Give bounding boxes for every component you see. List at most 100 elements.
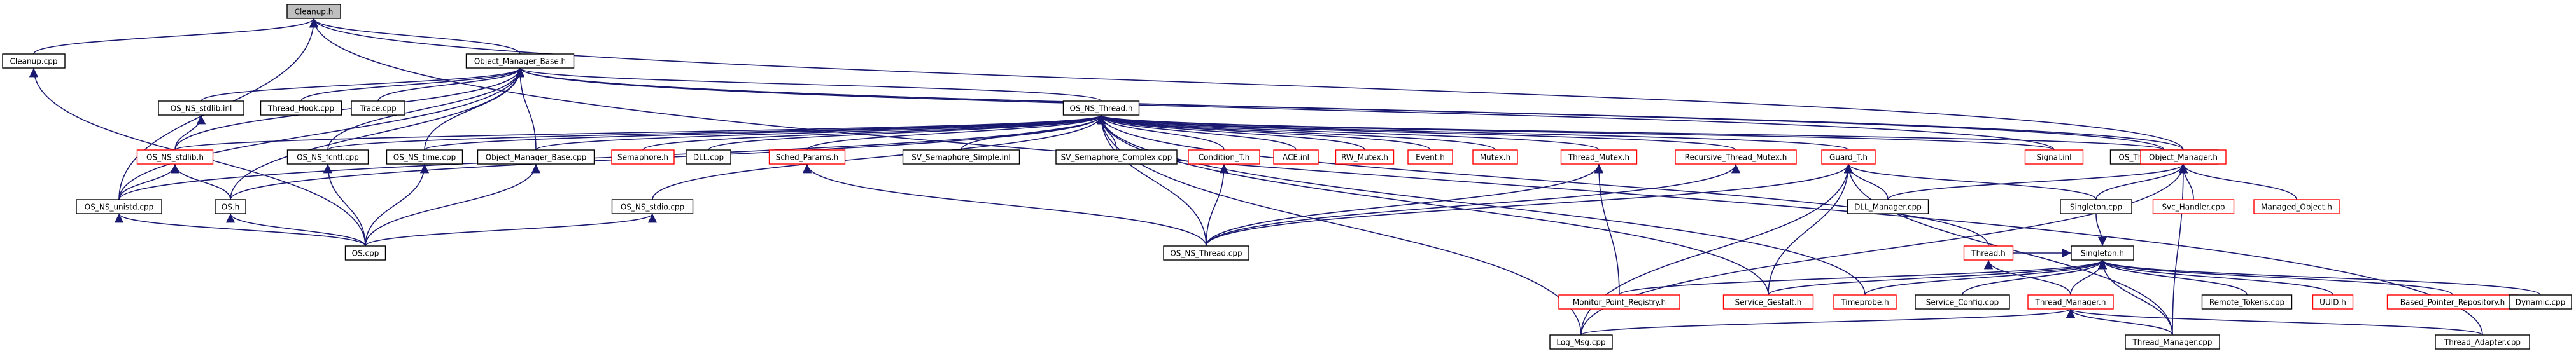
node-based-pointer-repository-h[interactable]: Based_Pointer_Repository.h xyxy=(2386,294,2519,310)
edges xyxy=(29,18,2541,336)
edge-monitor-point-registry-h-to-thread-mutex-h xyxy=(1594,163,1620,296)
node-sv-semaphore-simple-inl[interactable]: SV_Semaphore_Simple.inl xyxy=(902,149,1020,165)
edge-sched-params-h-to-os-ns-thread-h xyxy=(806,114,1106,151)
node-os-ns-stdlib-inl[interactable]: OS_NS_stdlib.inl xyxy=(158,100,244,116)
node-sv-semaphore-complex-cpp[interactable]: SV_Semaphore_Complex.cpp xyxy=(1055,149,1178,165)
node-thread-manager-h[interactable]: Thread_Manager.h xyxy=(2027,294,2114,310)
node-managed-object-h[interactable]: Managed_Object.h xyxy=(2253,199,2340,214)
edge-guard-t-h-to-os-ns-thread-h xyxy=(1097,114,1849,151)
node-uuid-h[interactable]: UUID.h xyxy=(2312,294,2354,310)
node-box xyxy=(2140,149,2227,165)
node-box xyxy=(1163,245,1249,261)
edge-rw-mutex-h-to-os-ns-thread-h xyxy=(1097,114,1365,151)
node-dll-manager-cpp[interactable]: DLL_Manager.cpp xyxy=(1847,199,1929,214)
node-thread-hook-cpp[interactable]: Thread_Hook.cpp xyxy=(260,100,342,116)
edge-dll-manager-cpp-to-object-manager-h xyxy=(1887,163,2188,200)
edge-thread-hook-cpp-to-object-manager-base-h xyxy=(300,67,525,102)
node-singleton-cpp[interactable]: Singleton.cpp xyxy=(2060,199,2132,214)
node-thread-mutex-h[interactable]: Thread_Mutex.h xyxy=(1560,149,1638,165)
node-os-ns-thread-cpp[interactable]: OS_NS_Thread.cpp xyxy=(1163,245,1249,261)
node-cleanup-cpp[interactable]: Cleanup.cpp xyxy=(2,53,66,69)
node-sched-params-h[interactable]: Sched_Params.h xyxy=(768,149,846,165)
node-box xyxy=(2253,199,2340,214)
node-label: Sched_Params.h xyxy=(776,153,839,162)
node-label: Timeprobe.h xyxy=(1840,298,1889,307)
node-os-ns-stdio-cpp[interactable]: OS_NS_stdio.cpp xyxy=(611,199,694,214)
node-event-h[interactable]: Event.h xyxy=(1407,149,1453,165)
edge-os-ns-thread-cpp-to-thread-mutex-h xyxy=(1206,163,1604,247)
node-box xyxy=(1549,334,1613,350)
node-service-gestalt-h[interactable]: Service_Gestalt.h xyxy=(1722,294,1814,310)
node-service-config-cpp[interactable]: Service_Config.cpp xyxy=(1915,294,2010,310)
node-box xyxy=(2024,149,2084,165)
node-label: OS.h xyxy=(222,203,239,212)
node-box xyxy=(1062,100,1140,116)
node-recursive-thread-mutex-h[interactable]: Recursive_Thread_Mutex.h xyxy=(1675,149,1797,165)
node-label: Object_Manager_Base.cpp xyxy=(486,153,587,162)
edge-cleanup-cpp-to-cleanup-h xyxy=(33,18,318,55)
node-rw-mutex-h[interactable]: RW_Mutex.h xyxy=(1335,149,1395,165)
node-box xyxy=(1407,149,1453,165)
edge-thread-manager-cpp-to-object-manager-h xyxy=(2172,163,2188,336)
node-label: Singleton.cpp xyxy=(2070,203,2122,212)
node-svc-handler-cpp[interactable]: Svc_Handler.cpp xyxy=(2152,199,2235,214)
edge-service-gestalt-h-to-os-ns-thread-h xyxy=(1096,114,1769,296)
node-condition-t-h[interactable]: Condition_T.h xyxy=(1188,149,1260,165)
node-os-ns-fcntl-cpp[interactable]: OS_NS_fcntl.cpp xyxy=(286,149,369,165)
edge-os-cpp-to-os-ns-stdio-cpp xyxy=(365,213,657,247)
node-box xyxy=(686,149,731,165)
node-os-cpp[interactable]: OS.cpp xyxy=(344,245,386,261)
node-box xyxy=(136,149,214,165)
node-os-ns-thread-h[interactable]: OS_NS_Thread.h xyxy=(1062,100,1140,116)
edge-remote-tokens-cpp-to-singleton-h xyxy=(2097,259,2248,296)
node-box xyxy=(611,149,675,165)
node-mutex-h[interactable]: Mutex.h xyxy=(1472,149,1518,165)
node-os-ns-stdlib-h[interactable]: OS_NS_stdlib.h xyxy=(136,149,214,165)
edge-os-ns-thread-h-to-object-manager-base-h xyxy=(516,67,1102,102)
node-box xyxy=(465,53,575,69)
node-dynamic-cpp[interactable]: Dynamic.cpp xyxy=(2509,294,2572,310)
node-box xyxy=(1472,149,1518,165)
node-box xyxy=(1722,294,1814,310)
node-ace-inl[interactable]: ACE.inl xyxy=(1273,149,1319,165)
node-label: OS_NS_fcntl.cpp xyxy=(297,153,359,162)
node-object-manager-base-cpp[interactable]: Object_Manager_Base.cpp xyxy=(477,149,595,165)
node-box xyxy=(2027,294,2114,310)
node-os-h[interactable]: OS.h xyxy=(215,199,246,214)
node-thread-h[interactable]: Thread.h xyxy=(1963,245,2014,261)
node-thread-manager-cpp[interactable]: Thread_Manager.cpp xyxy=(2125,334,2220,350)
node-os-ns-unistd-cpp[interactable]: OS_NS_unistd.cpp xyxy=(76,199,162,214)
edge-managed-object-h-to-object-manager-h xyxy=(2178,163,2297,200)
node-label: Object_Manager.h xyxy=(2149,153,2218,162)
node-trace-cpp[interactable]: Trace.cpp xyxy=(351,100,405,116)
node-guard-t-h[interactable]: Guard_T.h xyxy=(1821,149,1876,165)
edge-os-ns-fcntl-cpp-to-object-manager-base-h xyxy=(327,67,525,151)
edge-os-ns-unistd-cpp-to-os-ns-stdlib-h xyxy=(118,163,180,200)
edge-os-ns-thread-cpp-to-sched-params-h xyxy=(802,163,1207,247)
node-label: Cleanup.cpp xyxy=(10,57,58,66)
node-box xyxy=(286,149,369,165)
node-label: Service_Gestalt.h xyxy=(1735,298,1802,307)
node-remote-tokens-cpp[interactable]: Remote_Tokens.cpp xyxy=(2201,294,2293,310)
node-object-manager-h[interactable]: Object_Manager.h xyxy=(2140,149,2227,165)
edge-os-ns-unistd-cpp-to-os-ns-thread-h xyxy=(118,114,1106,200)
node-singleton-h[interactable]: Singleton.h xyxy=(2071,245,2134,261)
node-object-manager-base-h[interactable]: Object_Manager_Base.h xyxy=(465,53,575,69)
node-box xyxy=(2152,199,2235,214)
node-box xyxy=(344,245,386,261)
node-box xyxy=(1963,245,2014,261)
node-label: Guard_T.h xyxy=(1829,153,1868,162)
node-signal-inl[interactable]: Signal.inl xyxy=(2024,149,2084,165)
edge-object-manager-base-cpp-to-object-manager-base-h xyxy=(515,67,537,151)
node-cleanup-h[interactable]: Cleanup.h xyxy=(286,4,341,19)
node-thread-adapter-cpp[interactable]: Thread_Adapter.cpp xyxy=(2435,334,2530,350)
node-box xyxy=(902,149,1020,165)
node-label: Managed_Object.h xyxy=(2261,203,2332,212)
node-monitor-point-registry-h[interactable]: Monitor_Point_Registry.h xyxy=(1558,294,1680,310)
node-timeprobe-h[interactable]: Timeprobe.h xyxy=(1833,294,1897,310)
node-semaphore-h[interactable]: Semaphore.h xyxy=(611,149,675,165)
node-log-msg-cpp[interactable]: Log_Msg.cpp xyxy=(1549,334,1613,350)
node-dll-cpp[interactable]: DLL.cpp xyxy=(686,149,731,165)
node-label: Dynamic.cpp xyxy=(2516,298,2566,307)
node-os-ns-time-cpp[interactable]: OS_NS_time.cpp xyxy=(386,149,463,165)
